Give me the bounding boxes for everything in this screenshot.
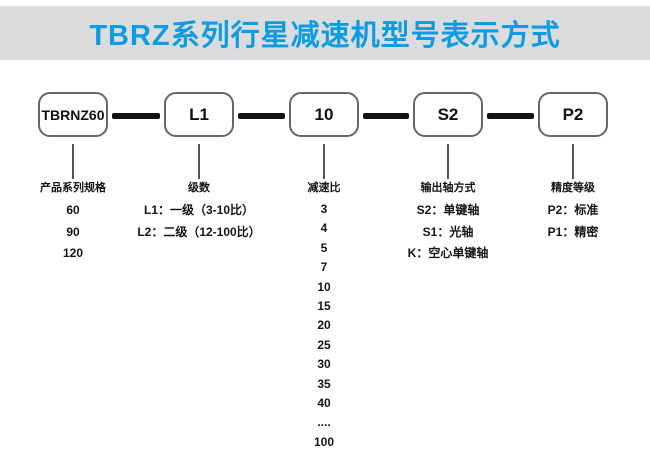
- box-to-label-line: [447, 144, 449, 179]
- segment-option: L2：二级（12-100比）: [137, 224, 261, 239]
- segment-option: S2：单键轴: [416, 203, 480, 217]
- segment-option: 3: [320, 202, 328, 216]
- segment-legend-heading: 产品系列规格: [40, 182, 106, 194]
- code-segment-box: L1: [164, 92, 234, 137]
- segment-legend: 精度等级 P2：标准 P1：精密: [548, 181, 599, 243]
- segment-legend-heading: 精度等级: [551, 182, 595, 194]
- segment-option: S1：光轴: [422, 224, 474, 239]
- segment-option: P2：标准: [547, 203, 599, 217]
- segment-option: ....: [317, 415, 331, 430]
- segment-connector-line: [238, 113, 285, 119]
- code-segment-box: 10: [289, 92, 359, 137]
- segment-connector-line: [487, 113, 534, 119]
- segment-option: 120: [62, 246, 84, 260]
- code-segment-box: S2: [413, 92, 483, 137]
- segment-option: 60: [66, 203, 80, 217]
- segment-option: 4: [320, 221, 328, 236]
- segment-legend-heading: 输出轴方式: [420, 182, 476, 194]
- segment-legend-heading: 级数: [188, 182, 210, 194]
- box-to-label-line: [323, 144, 325, 179]
- segment-legend: 产品系列规格 60 90 120: [40, 181, 106, 265]
- segment-option: L1：一级（3-10比）: [143, 203, 255, 217]
- header-banner: TBRZ系列行星减速机型号表示方式: [0, 6, 650, 60]
- segment-legend: 减速比 3 4 5 7 10 15 20 25 30 35 40.... 100: [308, 181, 341, 452]
- segment-option: 100: [313, 434, 335, 449]
- segment-legend: 级数 L1：一级（3-10比） L2：二级（12-100比）: [137, 181, 260, 243]
- segment-option: 40: [317, 396, 331, 411]
- segment-option: 5: [320, 240, 328, 255]
- page-title: TBRZ系列行星减速机型号表示方式: [89, 20, 561, 52]
- segment-legend: 输出轴方式 S2：单键轴 S1：光轴 K：空心单键轴: [408, 181, 489, 265]
- segment-option: 90: [66, 224, 80, 239]
- segment-option: 15: [317, 299, 331, 314]
- segment-option: 20: [317, 318, 331, 333]
- segment-option: 35: [317, 376, 331, 391]
- box-to-label-line: [572, 144, 574, 179]
- segment-legend-heading: 减速比: [307, 182, 341, 194]
- segment-option: 30: [317, 357, 331, 372]
- segment-option: 25: [317, 337, 331, 352]
- segment-option: 10: [317, 279, 331, 294]
- segment-option: K：空心单键轴: [407, 246, 489, 260]
- segment-connector-line: [112, 113, 160, 119]
- segment-option: P1：精密: [547, 224, 599, 239]
- box-to-label-line: [198, 144, 200, 179]
- code-segment-box: TBRNZ60: [38, 92, 108, 137]
- segment-connector-line: [363, 113, 409, 119]
- box-to-label-line: [72, 144, 74, 179]
- segment-option: 7: [320, 260, 328, 275]
- code-segment-box: P2: [538, 92, 608, 137]
